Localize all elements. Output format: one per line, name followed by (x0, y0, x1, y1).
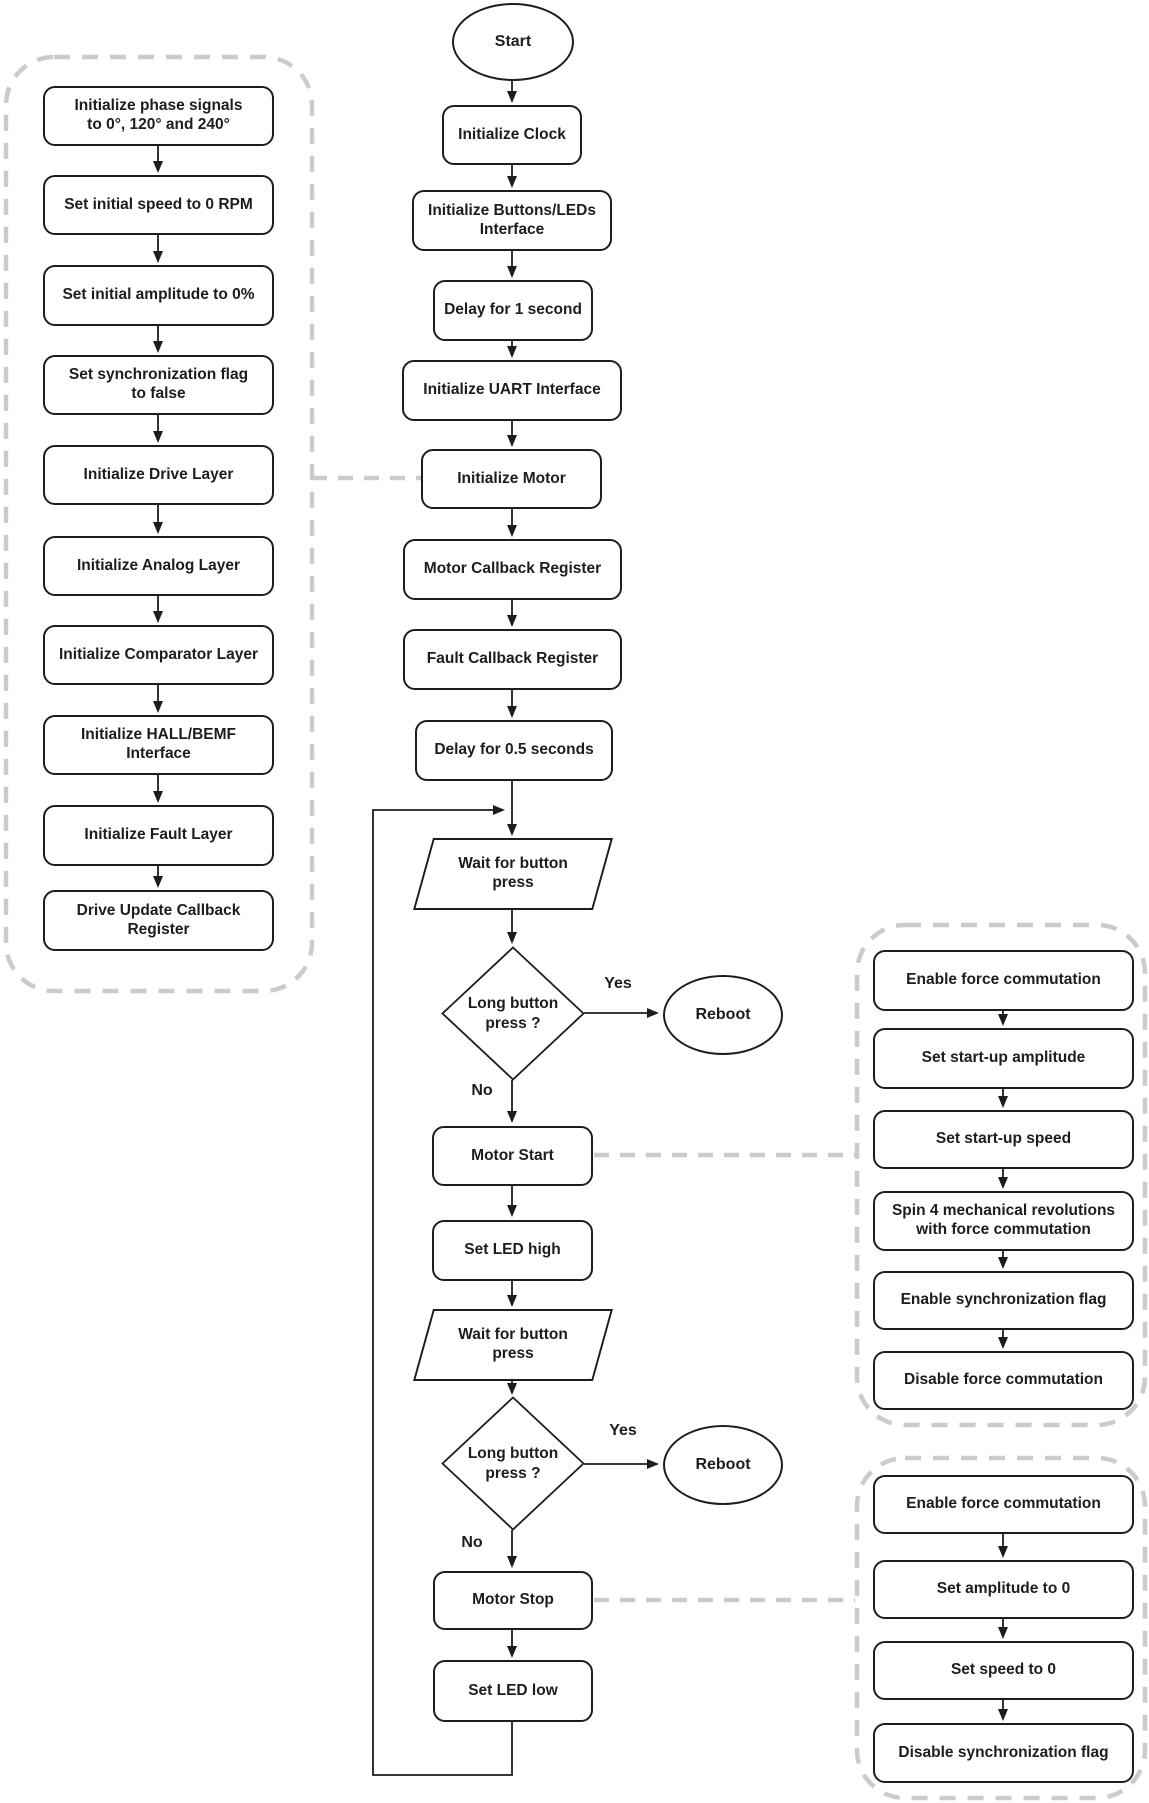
fault-callback-register-node: Fault Callback Register (403, 629, 622, 690)
wait-button-press-1-node: Wait for button press (413, 838, 613, 910)
diamond-shape (441, 946, 585, 1081)
drive-update-callback-node: Drive Update Callback Register (43, 890, 274, 951)
set-led-high-node: Set LED high (432, 1220, 593, 1281)
motor-start-group-outline (854, 922, 1148, 1428)
initialize-uart-node: Initialize UART Interface (402, 360, 622, 421)
wait-button-press-2-node: Wait for button press (413, 1309, 613, 1381)
io-label: Wait for button press (458, 855, 568, 891)
dashed-connectors (312, 475, 855, 1603)
init-motor-group-outline (3, 54, 315, 994)
motor-start-node: Motor Start (432, 1126, 593, 1186)
set-amplitude-0-node: Set amplitude to 0 (873, 1560, 1134, 1619)
set-startup-speed-node: Set start-up speed (873, 1110, 1134, 1169)
spin-4-revolutions-node: Spin 4 mechanical revolutions with force… (873, 1191, 1134, 1251)
set-initial-speed-node: Set initial speed to 0 RPM (43, 175, 274, 235)
motor-stop-node: Motor Stop (433, 1571, 593, 1630)
enable-sync-flag-node: Enable synchronization flag (873, 1271, 1134, 1330)
initialize-buttons-leds-node: Initialize Buttons/LEDs Interface (412, 190, 612, 251)
delay-half-second-node: Delay for 0.5 seconds (415, 720, 613, 781)
set-speed-0-node: Set speed to 0 (873, 1641, 1134, 1700)
initialize-hall-bemf-node: Initialize HALL/BEMF Interface (43, 715, 274, 775)
decision-label: Long button press ? (467, 995, 559, 1032)
edge-label-no-1: No (471, 1082, 493, 1099)
enable-force-commutation-node-2: Enable force commutation (873, 1475, 1134, 1534)
reboot-node-1: Reboot (663, 975, 783, 1055)
diamond-shape (441, 1396, 585, 1531)
edge-label-no-2: No (461, 1534, 483, 1551)
loop-back-path (372, 805, 513, 1776)
motor-callback-register-node: Motor Callback Register (403, 539, 622, 600)
reboot-node-2: Reboot (663, 1425, 783, 1505)
set-startup-amplitude-node: Set start-up amplitude (873, 1028, 1134, 1089)
flow-arrows (153, 80, 1008, 1776)
set-led-low-node: Set LED low (433, 1660, 593, 1722)
set-initial-amplitude-node: Set initial amplitude to 0% (43, 265, 274, 326)
edge-label-yes-1: Yes (604, 975, 632, 992)
initialize-comparator-layer-node: Initialize Comparator Layer (43, 625, 274, 685)
initialize-analog-layer-node: Initialize Analog Layer (43, 536, 274, 596)
init-phase-signals-node: Initialize phase signals to 0°, 120° and… (43, 86, 274, 146)
set-sync-flag-false-node: Set synchronization flag to false (43, 355, 274, 415)
decision-long-button-press-2: Long button press ? (441, 1396, 585, 1531)
initialize-clock-node: Initialize Clock (442, 105, 582, 165)
initialize-fault-layer-node: Initialize Fault Layer (43, 805, 274, 866)
io-label: Wait for button press (458, 1326, 568, 1362)
delay-1-second-node: Delay for 1 second (433, 280, 593, 341)
decision-label: Long button press ? (467, 1445, 559, 1482)
motor-stop-group-outline (854, 1455, 1148, 1801)
decision-long-button-press-1: Long button press ? (441, 946, 585, 1081)
enable-force-commutation-node-1: Enable force commutation (873, 950, 1134, 1011)
dashed-group-outlines (3, 54, 1148, 1801)
initialize-motor-node: Initialize Motor (421, 449, 602, 509)
initialize-drive-layer-node: Initialize Drive Layer (43, 445, 274, 505)
disable-sync-flag-node: Disable synchronization flag (873, 1723, 1134, 1783)
edge-label-yes-2: Yes (609, 1422, 637, 1439)
disable-force-commutation-node: Disable force commutation (873, 1351, 1134, 1410)
start-node: Start (452, 3, 574, 81)
